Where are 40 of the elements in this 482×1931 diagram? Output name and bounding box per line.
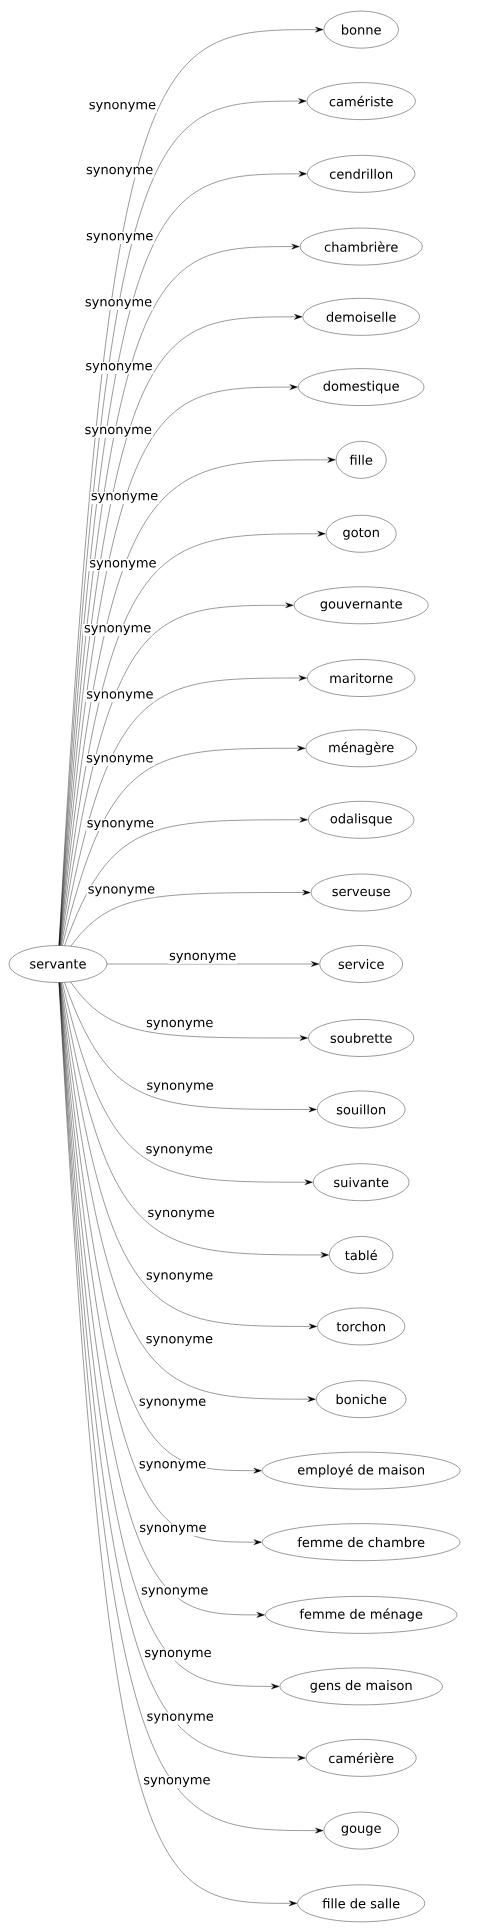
arrow	[60, 982, 317, 1330]
arrow	[70, 981, 308, 1041]
edge-label: synonyme	[146, 1208, 216, 1221]
arrow	[62, 745, 306, 946]
edge-label: synonyme	[84, 361, 154, 374]
edge-label: synonyme	[87, 100, 158, 113]
edge-label: synonyme	[145, 1018, 215, 1031]
edge-label: synonyme	[86, 885, 156, 898]
edge-label: synonyme	[144, 1145, 214, 1158]
arrow	[61, 982, 329, 1258]
edge-label: synonyme	[140, 1586, 210, 1599]
arrow	[106, 961, 320, 967]
edge-label: synonyme	[143, 1648, 213, 1661]
edge-label: synonyme	[145, 1712, 215, 1725]
edge-label: synonyme	[144, 1271, 215, 1284]
edge-label: synonyme	[142, 1776, 212, 1789]
arrow	[59, 457, 336, 946]
edge-label: synonyme	[144, 1334, 214, 1347]
arrow	[64, 982, 317, 1113]
arrow	[70, 889, 311, 947]
edge-label: synonyme	[89, 491, 160, 504]
edge-label: synonyme	[168, 951, 238, 964]
edge-label: synonyme	[83, 425, 153, 438]
edge-label: synonyme	[137, 1460, 208, 1472]
arrow	[60, 602, 294, 946]
edge-label: synonyme	[85, 690, 155, 703]
arrow	[62, 982, 313, 1185]
edge-label: synonyme	[85, 754, 155, 767]
arrow	[64, 817, 308, 946]
edge-label: synonyme	[85, 165, 155, 178]
edge-label: synonyme	[83, 624, 153, 637]
edge-label: synonyme	[145, 1081, 215, 1094]
edge-label: synonyme	[85, 231, 155, 244]
edge-label: synonyme	[137, 1397, 208, 1410]
arrow	[61, 675, 307, 946]
edge-label: synonyme	[85, 819, 155, 832]
edge-label: synonyme	[138, 1523, 208, 1536]
edge-label: synonyme	[88, 559, 158, 572]
edge-label: synonyme	[83, 298, 154, 311]
arrow	[58, 982, 297, 1907]
